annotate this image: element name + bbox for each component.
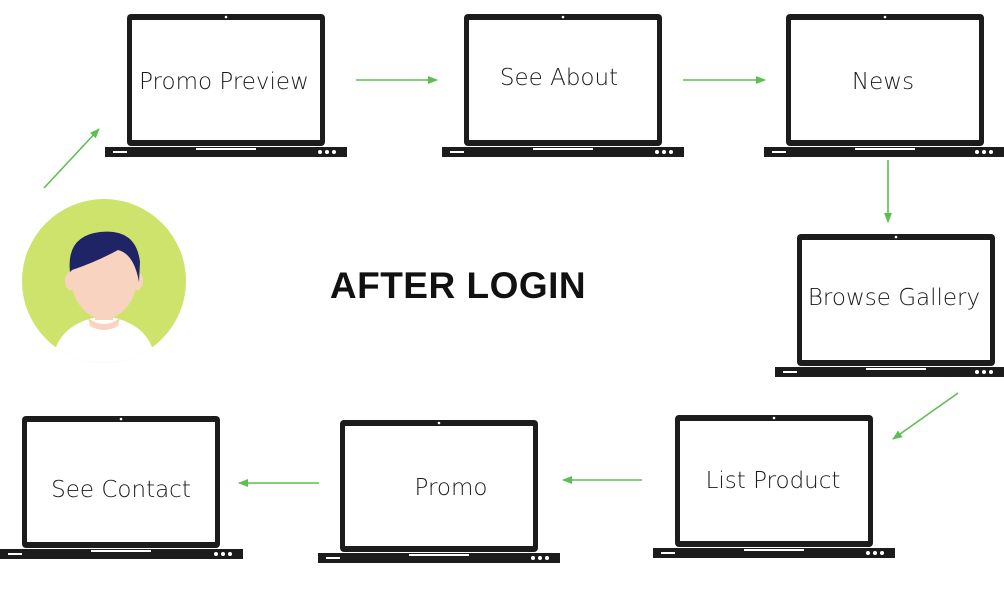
arrows (43, 76, 959, 487)
laptop-icon (318, 420, 560, 563)
user-avatar-icon (22, 199, 186, 363)
arrow-user-to-promo-preview (43, 128, 100, 189)
step-label-promo-preview: Promo Preview (139, 69, 309, 95)
laptop-icon (442, 14, 684, 157)
laptop-icon (0, 416, 243, 559)
step-label-promo: Promo (414, 475, 488, 501)
laptop-icon (653, 415, 895, 558)
arrow-browse-gallery-to-list-product (892, 392, 959, 440)
step-label-browse-gallery: Browse Gallery (807, 285, 981, 311)
page-title: AFTER LOGIN (329, 265, 587, 306)
step-label-news: News (851, 69, 915, 95)
step-label-list-product: List Product (705, 468, 841, 494)
step-label-see-about: See About (499, 65, 619, 91)
step-label-see-contact: See Contact (51, 477, 191, 503)
laptop-icon (775, 234, 1004, 377)
laptop-icon (764, 14, 1004, 157)
laptops (0, 14, 1004, 563)
laptop-icon (105, 14, 347, 157)
